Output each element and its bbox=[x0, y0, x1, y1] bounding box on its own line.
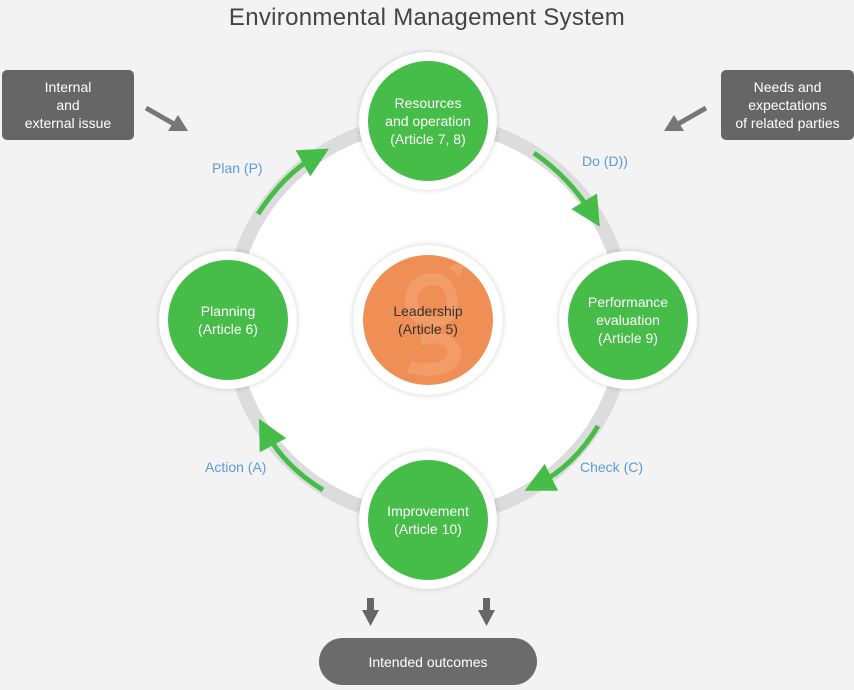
leaf-watermark-icon bbox=[405, 259, 467, 376]
page-title: Environmental Management System bbox=[228, 4, 626, 31]
do-arrow bbox=[532, 150, 600, 227]
intended-outcomes-box: Intended outcomes bbox=[319, 638, 537, 685]
node-label: (Article 10) bbox=[394, 521, 462, 537]
phase-check-label: Check (C) bbox=[580, 459, 644, 475]
input-arrow-left bbox=[144, 105, 188, 131]
node-label: Planning bbox=[200, 303, 256, 319]
node-label: (Article 6) bbox=[198, 321, 258, 337]
node-label: evaluation bbox=[596, 312, 660, 328]
output-arrow-right bbox=[478, 598, 495, 626]
input-box-line: Internal bbox=[44, 79, 92, 95]
node-label: (Article 5) bbox=[398, 321, 458, 337]
input-box-line: external issue bbox=[24, 115, 112, 131]
node-performance: Performance evaluation (Article 9) bbox=[559, 251, 697, 389]
node-leadership: Leadership (Article 5) bbox=[353, 245, 503, 395]
phase-plan-label: Plan (P) bbox=[212, 160, 263, 176]
action-arrow bbox=[258, 418, 325, 493]
node-label: Leadership bbox=[393, 303, 463, 319]
input-box-parties: Needs and expectations of related partie… bbox=[721, 70, 854, 140]
input-box-line: of related parties bbox=[735, 115, 840, 131]
plan-arrow bbox=[255, 148, 330, 216]
phase-action-label: Action (A) bbox=[205, 459, 267, 475]
node-resources: Resources and operation (Article 7, 8) bbox=[359, 52, 497, 190]
node-label: (Article 7, 8) bbox=[390, 131, 466, 147]
node-planning: Planning (Article 6) bbox=[159, 251, 297, 389]
output-arrow-left bbox=[362, 598, 379, 626]
input-arrow-right bbox=[664, 105, 708, 131]
node-improvement: Improvement (Article 10) bbox=[359, 451, 497, 589]
input-box-line: and bbox=[56, 97, 80, 113]
phase-do-label: Do (D)) bbox=[582, 153, 628, 169]
node-label: Resources bbox=[394, 95, 462, 111]
input-box-issues: Internal and external issue bbox=[2, 70, 134, 140]
node-label: Improvement bbox=[387, 503, 469, 519]
input-box-line: expectations bbox=[748, 97, 827, 113]
input-box-line: Needs and bbox=[753, 79, 822, 95]
check-arrow bbox=[524, 424, 601, 491]
node-label: Performance bbox=[587, 294, 669, 310]
node-label: and operation bbox=[385, 113, 471, 129]
node-label: (Article 9) bbox=[598, 330, 658, 346]
